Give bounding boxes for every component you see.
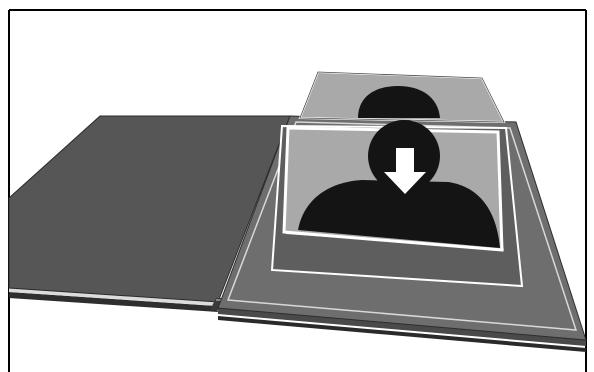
photo-being-inserted: [300, 72, 504, 122]
portrait-placeholder-icon: [284, 120, 502, 250]
